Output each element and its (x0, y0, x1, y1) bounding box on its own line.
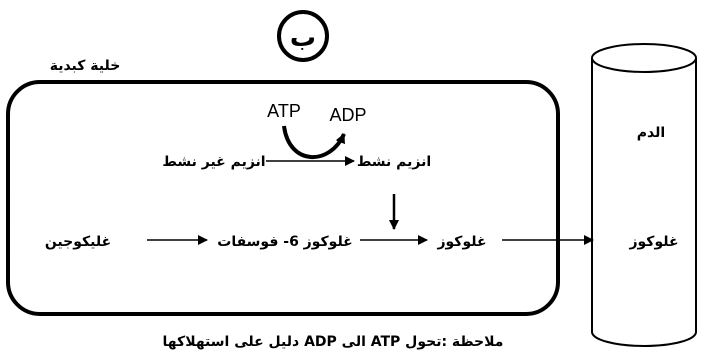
blood-title: الدم (637, 125, 665, 141)
g6p-label: غلوكوز 6- فوسفات (217, 234, 352, 250)
blood-glucose: غلوكوز (628, 234, 678, 250)
panel-letter-circle (277, 10, 329, 62)
liver-cell-box (6, 80, 560, 316)
active-enzyme-label: انزيم نشط (357, 154, 431, 170)
atp-to-adp-curved-arrow (282, 125, 346, 160)
note-text: ملاحظة :تحول ATP الى ADP دليل على استهلا… (163, 334, 504, 350)
glycogen-label: غليكوجين (45, 234, 111, 250)
atp-label: ATP (267, 101, 301, 121)
cell-glucose-label: غلوكوز (436, 234, 486, 250)
cell-label: خلية كبدية (50, 58, 121, 74)
panel-letter: ب (290, 23, 316, 53)
blood-vessel-cylinder (591, 43, 697, 347)
adp-label: ADP (329, 105, 366, 125)
inactive-enzyme-label: انزيم غير نشط (162, 154, 265, 170)
